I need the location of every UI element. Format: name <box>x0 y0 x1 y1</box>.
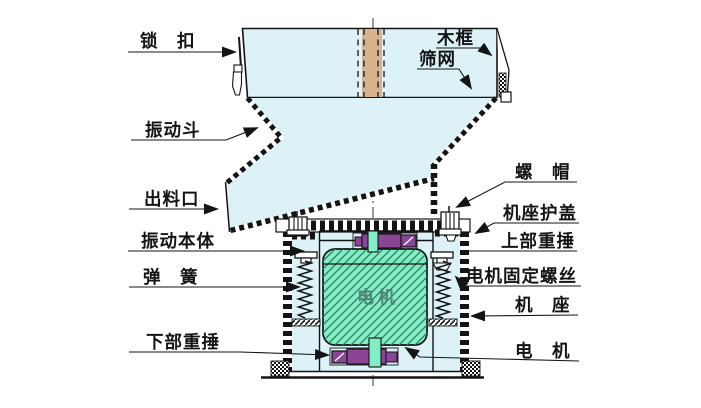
hopper-interior <box>226 98 496 231</box>
labels: 锁 扣 木框 筛网 振动斗 出料口 振动本体 弹 簧 下部重捶 螺 帽 机座护盖… <box>140 28 577 362</box>
label-nut: 螺 帽 <box>515 162 571 183</box>
leader-lines <box>128 42 581 362</box>
label-spring: 弹 簧 <box>143 267 199 288</box>
label-discharge-outlet: 出料口 <box>144 189 200 210</box>
label-base-cover: 机座护盖 <box>503 203 577 224</box>
leader-wood-frame <box>436 42 493 57</box>
leader-machine-base <box>470 310 579 322</box>
label-motor-screw: 电机固定螺丝 <box>466 266 577 287</box>
spring-foot-left <box>291 318 321 327</box>
label-motor: 电 机 <box>515 341 571 362</box>
motor-assembly: 电机 <box>322 248 428 346</box>
fixing-bolt-left <box>294 251 318 264</box>
label-wood-frame: 木框 <box>436 28 474 49</box>
leader-lower-weight <box>129 349 330 361</box>
leader-motor <box>404 346 580 362</box>
label-machine-base: 机 座 <box>515 295 571 316</box>
motor-hatch <box>323 249 427 345</box>
leader-base-cover <box>474 221 579 234</box>
label-lock: 锁 扣 <box>140 31 196 52</box>
base-foot-right <box>461 360 481 377</box>
wood-frame-dashed-lines <box>357 29 385 104</box>
wood-frame-strip <box>362 29 382 97</box>
lock-latch <box>231 36 243 96</box>
sieve-box <box>231 27 512 104</box>
base-foot-left <box>270 360 290 377</box>
label-lower-weight: 下部重捶 <box>146 332 220 353</box>
leader-nut <box>455 181 577 208</box>
upper-shaft-hub <box>367 230 379 253</box>
label-upper-weight: 上部重捶 <box>501 231 575 252</box>
spring-left <box>295 260 315 319</box>
label-sieve-mesh: 筛网 <box>419 49 456 70</box>
frame-notch <box>500 91 512 103</box>
label-vibration-hopper: 振动斗 <box>145 120 201 141</box>
lower-weight <box>329 337 399 368</box>
spring-right <box>433 260 453 319</box>
vibration-hopper <box>224 96 498 234</box>
discharge-spout-edge <box>224 181 231 233</box>
lower-shaft-hub <box>368 337 382 368</box>
leader-motor-screw <box>454 275 581 291</box>
spring-foot-right <box>428 318 458 327</box>
upper-weight <box>352 230 418 253</box>
hopper-dotted-walls <box>224 96 498 234</box>
motor-body-label: 电机 <box>357 287 399 308</box>
leader-sieve-mesh <box>417 68 473 90</box>
nut-left <box>286 211 310 237</box>
label-vibration-body: 振动本体 <box>141 231 215 252</box>
nut-right <box>438 206 462 242</box>
leader-hopper <box>131 127 259 141</box>
